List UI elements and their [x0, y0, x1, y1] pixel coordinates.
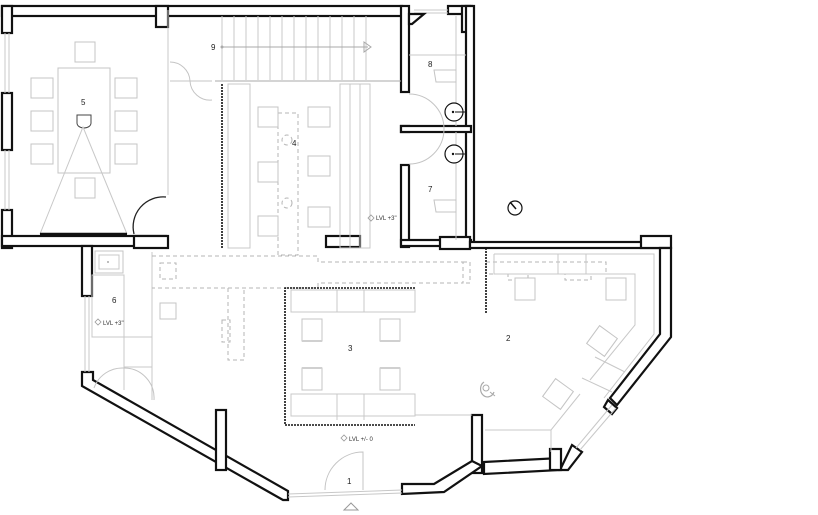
pier-top [154, 4, 170, 29]
chair [114, 77, 138, 99]
reception-right-wall [608, 246, 673, 407]
left-wall-bottom [0, 208, 14, 250]
bottom-left-pier [214, 408, 228, 472]
level-label-kitchen: LVL +3" [103, 321, 124, 327]
room-label-3: 3 [348, 344, 353, 353]
kitchenette: 6 LVL +3" [91, 250, 155, 401]
room-label-5: 5 [81, 98, 86, 107]
workspace-partition [284, 287, 415, 426]
level-label-entrance: LVL +/- 0 [349, 437, 374, 443]
room-label-2: 2 [506, 334, 511, 343]
level-marker-icon [367, 214, 375, 222]
entrance-door-swing[interactable] [324, 451, 364, 491]
chair [74, 177, 96, 199]
chair [379, 367, 401, 391]
level-marker-icon [94, 318, 102, 326]
stair-door-swing-2[interactable] [189, 80, 213, 101]
bottom-right-pier [548, 447, 563, 472]
chair [514, 277, 536, 301]
overhead-beam-outline [277, 112, 299, 256]
raised-step [339, 83, 371, 249]
overhead-beams [152, 255, 607, 361]
chair [74, 41, 96, 63]
level-label-bench: LVL +3" [376, 216, 397, 222]
sink-drain [451, 110, 455, 114]
meeting-room: 5 [30, 41, 167, 236]
reception-corner-pier [639, 234, 673, 250]
bench-bottom-pier [324, 234, 362, 249]
chair [301, 367, 323, 391]
room-label-6: 6 [112, 296, 117, 305]
restrooms: 8 7 [407, 12, 466, 240]
person-figure-icon [480, 381, 496, 398]
walls [0, 4, 673, 502]
entrance-right-wall [400, 459, 485, 496]
chair [30, 143, 54, 165]
bottom-right-wall [482, 456, 562, 476]
desk-row-bottom [290, 393, 416, 417]
top-wall [0, 4, 404, 18]
stool [257, 215, 279, 237]
level-marker-icon [340, 434, 348, 442]
room-label-7: 7 [428, 185, 433, 194]
stool [307, 106, 331, 128]
kitchen-cabinet [123, 336, 153, 368]
chair [114, 143, 138, 165]
stair-arrow-icon [363, 41, 372, 53]
restroom-left-wall [399, 163, 411, 249]
kitchen-counter [91, 274, 125, 338]
stool [257, 161, 279, 183]
chair [605, 277, 627, 301]
bottom-left-wall [80, 370, 290, 502]
sink-drain [451, 152, 455, 156]
reception-lounge: 2 [480, 248, 655, 452]
bottom-right-stub [558, 443, 584, 472]
room-label-4: 4 [292, 139, 297, 148]
chair [379, 318, 401, 342]
staircase: 9 [169, 16, 401, 101]
meeting-door-jamb [132, 234, 170, 250]
restroom-divider [399, 124, 473, 134]
entrance: 1 LVL +/- 0 [324, 434, 374, 511]
projector-icon [76, 114, 92, 129]
chair [301, 318, 323, 342]
stair-treads [221, 16, 367, 80]
stair-door-swing[interactable] [169, 61, 212, 82]
projection-cone [39, 125, 128, 235]
entrance-right-pier [470, 413, 484, 475]
room-label-1: 1 [347, 477, 352, 486]
stool [307, 206, 331, 228]
restroom-chamfer [407, 12, 428, 26]
restroom-door-swing[interactable] [408, 93, 445, 165]
lounge-chair [541, 377, 575, 411]
toilet-icon [433, 199, 457, 213]
chair [30, 77, 54, 99]
toilet-icon [433, 69, 457, 83]
kitchen-door-swing[interactable] [93, 367, 155, 401]
left-wall-top [0, 4, 14, 35]
pendant-light-icon [281, 197, 293, 209]
room-label-9: 9 [211, 43, 216, 52]
north-arrow-icon [507, 200, 523, 216]
windows [4, 9, 617, 498]
stool [307, 155, 331, 177]
stair-right-wall [399, 4, 411, 94]
open-workspace: 3 [284, 287, 472, 426]
bench-area: 4 LVL +3" [221, 83, 397, 256]
room-label-8: 8 [428, 60, 433, 69]
chair [114, 110, 138, 132]
left-wall-pier [0, 91, 14, 152]
entry-marker-icon [342, 502, 360, 511]
stool [257, 106, 279, 128]
chair [30, 110, 54, 132]
desk-row-top [290, 289, 416, 313]
restroom-bottom-jamb [438, 235, 472, 251]
kitchen-left-wall [80, 244, 94, 298]
stool [159, 302, 177, 320]
pendant-light-icon [281, 134, 293, 146]
stair-start-dot [220, 45, 224, 49]
bench-seat [227, 83, 251, 249]
meeting-door-swing[interactable] [132, 196, 167, 235]
lounge-chair [585, 324, 619, 358]
